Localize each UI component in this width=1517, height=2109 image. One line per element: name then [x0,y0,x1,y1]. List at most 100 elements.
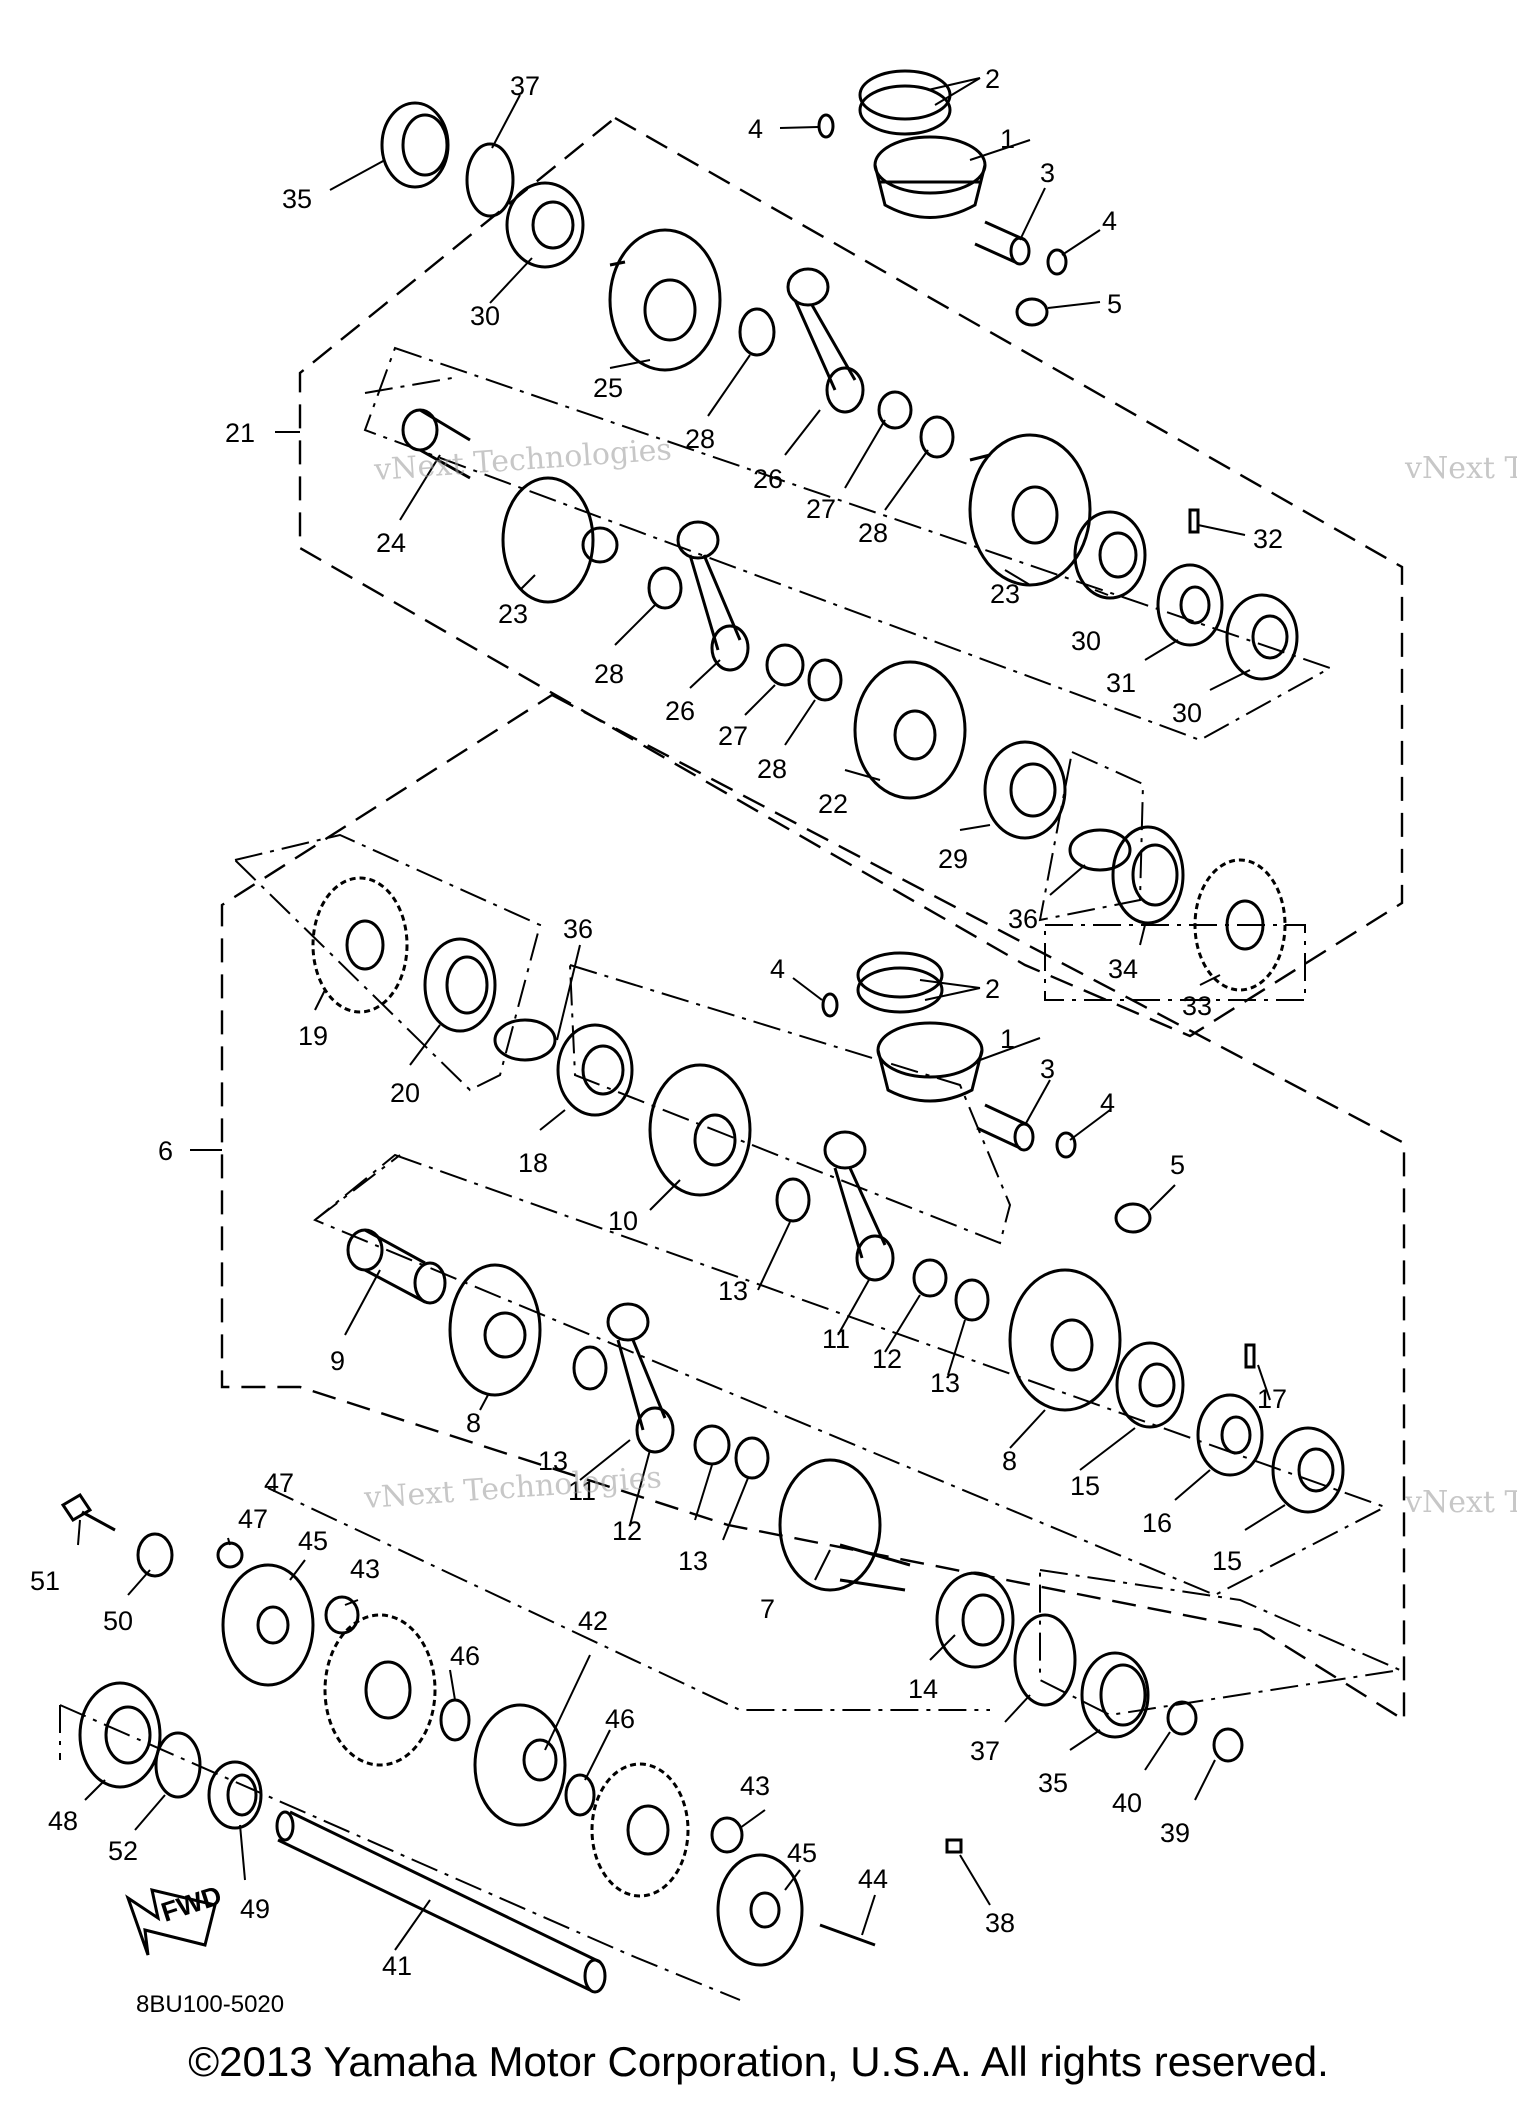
callout-13c: 13 [538,1446,568,1476]
shaft-9 [346,1228,447,1305]
oil-seal-20 [423,937,497,1033]
callout-4: 4 [748,114,763,144]
callout-21: 21 [225,418,255,448]
needle-bearing-lower [1114,1202,1152,1234]
callout-51: 51 [30,1566,60,1596]
callout-27b: 27 [718,721,748,751]
crank-upper-tick [364,377,453,394]
circlip-upper-b [1046,248,1068,276]
callout-29: 29 [938,844,968,874]
callout-39: 39 [1160,1818,1190,1848]
callout-38: 38 [985,1908,1015,1938]
bolt-44 [819,1923,876,1947]
watermark-2: vNext Technologies [1404,451,1517,486]
callout-5: 5 [1107,289,1122,319]
callout-11: 11 [822,1324,850,1354]
bearing-18 [556,1023,634,1117]
callout-9: 9 [330,1346,345,1376]
watermark-1: vNext Technologies [372,432,673,488]
bolt-51 [60,1492,116,1532]
piston-upper [873,135,987,219]
callout-18: 18 [518,1148,548,1178]
parts [60,69,1345,1994]
callout-49: 49 [240,1894,270,1924]
callout-7: 7 [760,1594,775,1624]
callout-20: 20 [390,1078,420,1108]
crank-web-box [568,963,1012,1245]
damper-43-right [710,1816,744,1854]
pin-32 [1188,508,1200,534]
watermark-3: vNext Technologies [362,1460,663,1516]
callout-37b: 37 [970,1736,1000,1766]
circlip-52 [154,1731,202,1799]
damper-43-left [324,1595,360,1635]
callout-28c: 28 [594,659,624,689]
callout-11b: 11 [568,1476,596,1506]
pin-17 [1244,1343,1256,1369]
crank-lower-tick [314,1154,401,1221]
piston-rings-lower [856,951,944,1014]
callout-41: 41 [382,1951,412,1981]
callout-47: 47 [238,1504,268,1534]
callout-46b: 46 [605,1704,635,1734]
callout-3: 3 [1040,158,1055,188]
leader-lines [77,77,1286,1951]
diagram-code: 8BU100-5020 [136,1991,285,2018]
circlip-lower-a [821,992,839,1018]
bearing-30-right [1225,593,1299,681]
bearing-box-upper [1038,750,1145,922]
crank-web-8-right [1008,1268,1122,1412]
callout-31: 31 [1106,668,1136,698]
callout-30: 30 [470,301,500,331]
callout-28b: 28 [858,518,888,548]
bearing-48 [78,1681,162,1789]
bearing-30-mid [1073,510,1147,600]
callout-35: 35 [282,184,312,214]
washer-28-b [919,415,955,459]
shaft-24 [401,408,471,480]
bearing-14 [935,1571,1015,1669]
shaft-group-top [267,1487,990,1711]
callout-46: 46 [450,1641,480,1671]
callout-30b: 30 [1071,626,1101,656]
washer-13-a [775,1177,811,1223]
shaft-group-bottom [59,1704,741,2001]
crank-web-8-left [448,1263,542,1397]
washer-13-b [954,1278,990,1322]
callout-50: 50 [103,1606,133,1636]
piston-pin-lower [976,1103,1035,1152]
needle-bearing-upper [1015,297,1049,327]
washer-40 [1166,1700,1198,1736]
callout-2: 2 [985,64,1000,94]
oil-seal-35-upper [380,101,450,189]
circlip-lower-b [1055,1131,1077,1159]
washer-28-d [807,658,843,702]
bearing-29 [983,740,1067,840]
subgroup-outlines [59,346,1404,2001]
callout-8: 8 [466,1408,481,1438]
crank-web-25 [608,228,722,372]
callout-42: 42 [578,1606,608,1636]
callout-19: 19 [298,1021,328,1051]
o-ring-46-right [564,1773,596,1817]
o-ring-46-left [439,1698,471,1742]
circlip-36-lower [493,1018,557,1062]
callout-1: 1 [1000,124,1015,154]
plate-45-left [221,1563,315,1687]
callout-13d: 13 [678,1546,708,1576]
callout-34: 34 [1108,954,1138,984]
callout-30c: 30 [1172,698,1202,728]
bearing-27-lower [765,643,805,687]
callout-23: 23 [990,579,1020,609]
circlip-37-lower [1013,1613,1077,1707]
callout-28d: 28 [757,754,787,784]
bearing-30-upper-left [505,181,585,269]
callout-44: 44 [858,1864,888,1894]
bearing-12-lower [693,1424,731,1466]
conrod-11-upper [823,1130,895,1282]
fwd-label: FWD [158,1880,226,1928]
callout-28: 28 [685,424,715,454]
callout-43b: 43 [740,1771,770,1801]
gear-31 [1156,563,1224,647]
nut-39 [1212,1727,1244,1763]
